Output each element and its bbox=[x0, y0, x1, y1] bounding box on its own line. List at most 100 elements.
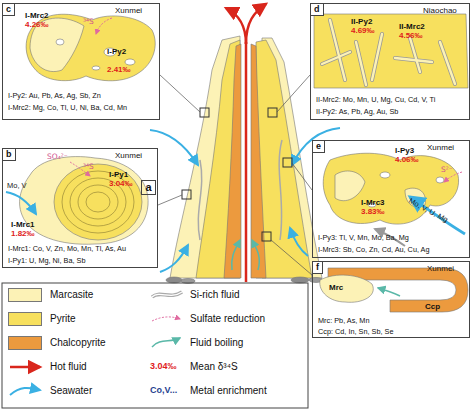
enrichment-note: I-Mrc1: Co, V, Zn, Mo, Mn, Tl, As, Au bbox=[8, 245, 126, 252]
hot-fluid-arrow bbox=[226, 8, 246, 44]
enrichment-note: I-Py2: Au, Pb, As, Ag, Sb, Zn bbox=[8, 92, 101, 99]
sulfur-label: ³⁴S bbox=[83, 163, 94, 171]
hot-fluid-arrow bbox=[245, 42, 248, 282]
leader-line bbox=[160, 75, 200, 112]
seawater-arrow bbox=[160, 245, 188, 272]
mineral-label: I-Py2 bbox=[107, 48, 126, 56]
mineral-label: I-Mrc3 bbox=[361, 199, 385, 207]
legend-text: Sulfate reduction bbox=[190, 314, 265, 324]
panel-c-grains bbox=[92, 66, 100, 70]
sample-site bbox=[182, 108, 292, 241]
legend-frame bbox=[2, 283, 308, 408]
panel-label: e bbox=[312, 140, 325, 153]
delta-value: 3.04‰ bbox=[109, 180, 133, 188]
legend-sample bbox=[152, 317, 180, 321]
delta-value: 4.69‰ bbox=[351, 27, 375, 35]
panel-b-grains bbox=[6, 192, 36, 214]
enrichment-note: II-Mrc2: Mo, Mn, U, Mg, Cu, Cd, V, Ti bbox=[316, 96, 435, 103]
panel-d-grains bbox=[330, 20, 345, 80]
panel-b-grains bbox=[86, 192, 110, 212]
sample-site bbox=[262, 232, 271, 241]
leader-line bbox=[158, 75, 312, 275]
metal-label: Mo, V, U, Mg bbox=[407, 197, 449, 224]
panel-label: c bbox=[2, 3, 15, 16]
panel-e-grains bbox=[323, 153, 465, 246]
mineral-label: II-Mrc2 bbox=[399, 23, 425, 31]
legend-sample bbox=[10, 366, 40, 369]
mineral-label: II-Py2 bbox=[351, 18, 372, 26]
label-box: a bbox=[141, 180, 156, 195]
delta-value: 3.83‰ bbox=[361, 208, 385, 216]
panel-e-grains bbox=[380, 172, 390, 178]
legend-text: Si-rich fluid bbox=[190, 290, 239, 300]
panel-d-grains bbox=[372, 34, 382, 80]
panel-d-grains bbox=[322, 52, 350, 64]
panel-d-grains bbox=[314, 14, 468, 88]
enrichment-note: Ccp: Cd, In, Sn, Sb, Se bbox=[318, 328, 393, 335]
chimney bbox=[198, 160, 201, 240]
legend-text: Mean δ³⁴S bbox=[190, 362, 238, 372]
leader-line bbox=[158, 195, 182, 205]
legend-text: Chalcopyrite bbox=[50, 338, 106, 348]
metal-label: Mo, V bbox=[7, 182, 27, 190]
panel-c-grains bbox=[56, 39, 64, 45]
panel-d-grains bbox=[322, 52, 350, 64]
mineral-label: I-Py1 bbox=[109, 171, 128, 179]
legend-sample bbox=[10, 388, 40, 395]
panel-d-grains bbox=[410, 38, 420, 72]
panel-box: eXunmeiI-Py34.06‰S²⁻Mo, V, U, MgI-Mrc33.… bbox=[312, 140, 470, 258]
panel-b-grains bbox=[78, 185, 118, 219]
panel-b-grains bbox=[54, 164, 142, 240]
site-name: Xunmei bbox=[115, 152, 142, 160]
sample-site bbox=[182, 190, 191, 199]
sulfur-label: SO₄²⁻ bbox=[47, 153, 68, 161]
site-name: Xunmei bbox=[427, 144, 454, 152]
chimney bbox=[224, 44, 241, 278]
sample-site bbox=[268, 108, 277, 117]
site-name: Xunmei bbox=[115, 7, 142, 15]
delta-value: 1.82‰ bbox=[11, 230, 35, 238]
panel-d-grains bbox=[372, 34, 382, 80]
enrichment-note: I-Py3: Tl, V, Mn, Mo, Ba, Mg bbox=[318, 234, 409, 241]
panel-b-grains bbox=[62, 171, 134, 233]
mineral-label: I-Py3 bbox=[395, 147, 414, 155]
legend-sample-text: 3.04‰ bbox=[150, 362, 177, 371]
panel-d-grains bbox=[322, 20, 455, 85]
seawater-arrow bbox=[290, 228, 308, 256]
sample-site bbox=[283, 158, 292, 167]
boiling-arrow bbox=[252, 240, 259, 270]
hot-fluid-arrow bbox=[246, 4, 266, 44]
panel-d-grains bbox=[356, 42, 366, 85]
panel-d-grains bbox=[410, 38, 420, 72]
panel-e-grains bbox=[335, 171, 365, 201]
site-name: Xunmei bbox=[427, 265, 454, 273]
legend-swatch bbox=[8, 312, 42, 326]
panel-d-grains bbox=[314, 14, 468, 88]
hot-fluid-arrow bbox=[226, 4, 266, 282]
mineral-label: I-Mrc2 bbox=[25, 12, 49, 20]
legend-frame bbox=[2, 283, 308, 408]
chimney bbox=[166, 277, 182, 283]
panel-e-grains bbox=[323, 153, 458, 224]
leader-line bbox=[271, 240, 312, 275]
enrichment-note: Mrc: Pb, As, Mn bbox=[318, 317, 370, 324]
legend-sample bbox=[152, 292, 182, 297]
legend-text: Fluid boiling bbox=[190, 338, 243, 348]
panel-f-grains bbox=[320, 275, 374, 302]
mineral-label: Mrc bbox=[329, 284, 343, 292]
boiling-arrow bbox=[232, 240, 260, 270]
chimney bbox=[196, 40, 240, 278]
chimney bbox=[251, 44, 266, 278]
panel-c-grains bbox=[125, 59, 135, 65]
panel-label: b bbox=[2, 148, 16, 161]
panel-box: fXunmeiMrcCcpMrc: Pb, As, MnCcp: Cd, In,… bbox=[312, 261, 470, 338]
sample-site bbox=[200, 108, 209, 117]
panel-box: bXunmeiSO₄²⁻³⁴SI-Py13.04‰Mo, VI-Mrc11.82… bbox=[2, 148, 158, 268]
panel-b-grains bbox=[20, 157, 149, 245]
panel-e-grains bbox=[436, 177, 444, 183]
delta-value: 4.06‰ bbox=[395, 156, 419, 164]
panel-f-grains bbox=[378, 288, 400, 296]
chimney bbox=[166, 36, 323, 284]
leader-line bbox=[277, 75, 310, 112]
